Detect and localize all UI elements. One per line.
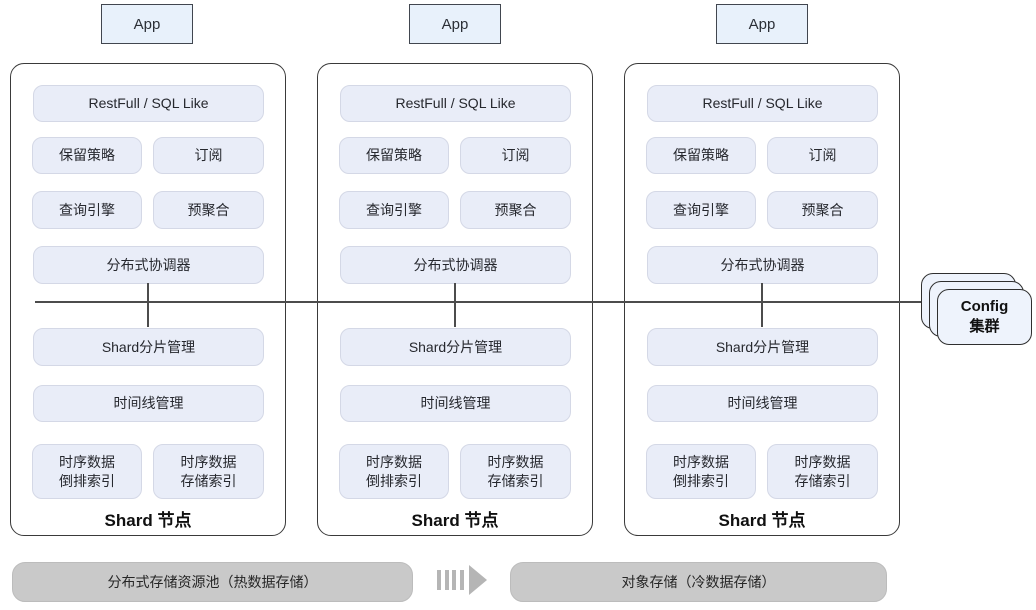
cluster-bus-line bbox=[35, 301, 923, 303]
module-timeline-management: 时间线管理 bbox=[647, 385, 878, 422]
module-distributed-coordinator: 分布式协调器 bbox=[33, 246, 264, 284]
coordinator-shard-connector bbox=[454, 283, 456, 327]
config-cluster: Config 集群 bbox=[937, 289, 1032, 345]
arrow-stripe bbox=[437, 570, 441, 590]
module-distributed-coordinator: 分布式协调器 bbox=[647, 246, 878, 284]
module-line: 时序数据 bbox=[59, 453, 115, 470]
coordinator-shard-connector bbox=[147, 283, 149, 327]
module-query-engine: 查询引擎 bbox=[339, 191, 449, 229]
app-box: App bbox=[716, 4, 808, 44]
config-cluster-label: 集群 bbox=[969, 318, 1000, 335]
arrow-stripe bbox=[452, 570, 456, 590]
module-line: 存储索引 bbox=[487, 472, 544, 489]
module-line: 时序数据 bbox=[366, 453, 422, 470]
module-inverted-index: 时序数据 倒排索引 bbox=[646, 444, 756, 499]
config-cluster-label: Config bbox=[960, 298, 1009, 315]
module-restfull-sql: RestFull / SQL Like bbox=[647, 85, 878, 122]
module-line: 时序数据 bbox=[794, 453, 851, 470]
flow-arrow-icon bbox=[437, 565, 487, 595]
shard-node-title: Shard 节点 bbox=[718, 511, 806, 530]
module-query-engine: 查询引擎 bbox=[646, 191, 756, 229]
coordinator-shard-connector bbox=[761, 283, 763, 327]
module-line: 存储索引 bbox=[794, 472, 851, 489]
module-line: 倒排索引 bbox=[59, 472, 115, 489]
module-distributed-coordinator: 分布式协调器 bbox=[340, 246, 571, 284]
module-pre-aggregation: 预聚合 bbox=[767, 191, 878, 229]
module-storage-index: 时序数据 存储索引 bbox=[460, 444, 571, 499]
shard-node-container: RestFull / SQL Like 保留策略 订阅 查询引擎 预聚合 分布式… bbox=[317, 63, 593, 536]
hot-storage-bar: 分布式存储资源池（热数据存储） bbox=[12, 562, 413, 602]
module-shard-management: Shard分片管理 bbox=[33, 328, 264, 366]
arrow-head bbox=[469, 565, 487, 595]
module-line: 倒排索引 bbox=[673, 472, 729, 489]
module-restfull-sql: RestFull / SQL Like bbox=[33, 85, 264, 122]
module-line: 时序数据 bbox=[673, 453, 729, 470]
arrow-stripe bbox=[444, 570, 449, 590]
app-box: App bbox=[101, 4, 193, 44]
module-line: 时序数据 bbox=[487, 453, 544, 470]
module-storage-index: 时序数据 存储索引 bbox=[153, 444, 264, 499]
module-line: 存储索引 bbox=[180, 472, 237, 489]
app-box: App bbox=[409, 4, 501, 44]
arrow-stripe bbox=[459, 570, 464, 590]
module-retention-policy: 保留策略 bbox=[339, 137, 449, 174]
module-subscription: 订阅 bbox=[460, 137, 571, 174]
module-timeline-management: 时间线管理 bbox=[340, 385, 571, 422]
module-line: 倒排索引 bbox=[366, 472, 422, 489]
module-retention-policy: 保留策略 bbox=[32, 137, 142, 174]
module-inverted-index: 时序数据 倒排索引 bbox=[32, 444, 142, 499]
module-shard-management: Shard分片管理 bbox=[340, 328, 571, 366]
module-pre-aggregation: 预聚合 bbox=[460, 191, 571, 229]
module-inverted-index: 时序数据 倒排索引 bbox=[339, 444, 449, 499]
module-subscription: 订阅 bbox=[153, 137, 264, 174]
shard-node-title: Shard 节点 bbox=[104, 511, 192, 530]
module-storage-index: 时序数据 存储索引 bbox=[767, 444, 878, 499]
cold-storage-bar: 对象存储（冷数据存储） bbox=[510, 562, 887, 602]
module-pre-aggregation: 预聚合 bbox=[153, 191, 264, 229]
shard-node-title: Shard 节点 bbox=[411, 511, 499, 530]
module-restfull-sql: RestFull / SQL Like bbox=[340, 85, 571, 122]
shard-node-container: RestFull / SQL Like 保留策略 订阅 查询引擎 预聚合 分布式… bbox=[10, 63, 286, 536]
module-retention-policy: 保留策略 bbox=[646, 137, 756, 174]
module-timeline-management: 时间线管理 bbox=[33, 385, 264, 422]
module-shard-management: Shard分片管理 bbox=[647, 328, 878, 366]
module-line: 时序数据 bbox=[180, 453, 237, 470]
module-query-engine: 查询引擎 bbox=[32, 191, 142, 229]
module-subscription: 订阅 bbox=[767, 137, 878, 174]
